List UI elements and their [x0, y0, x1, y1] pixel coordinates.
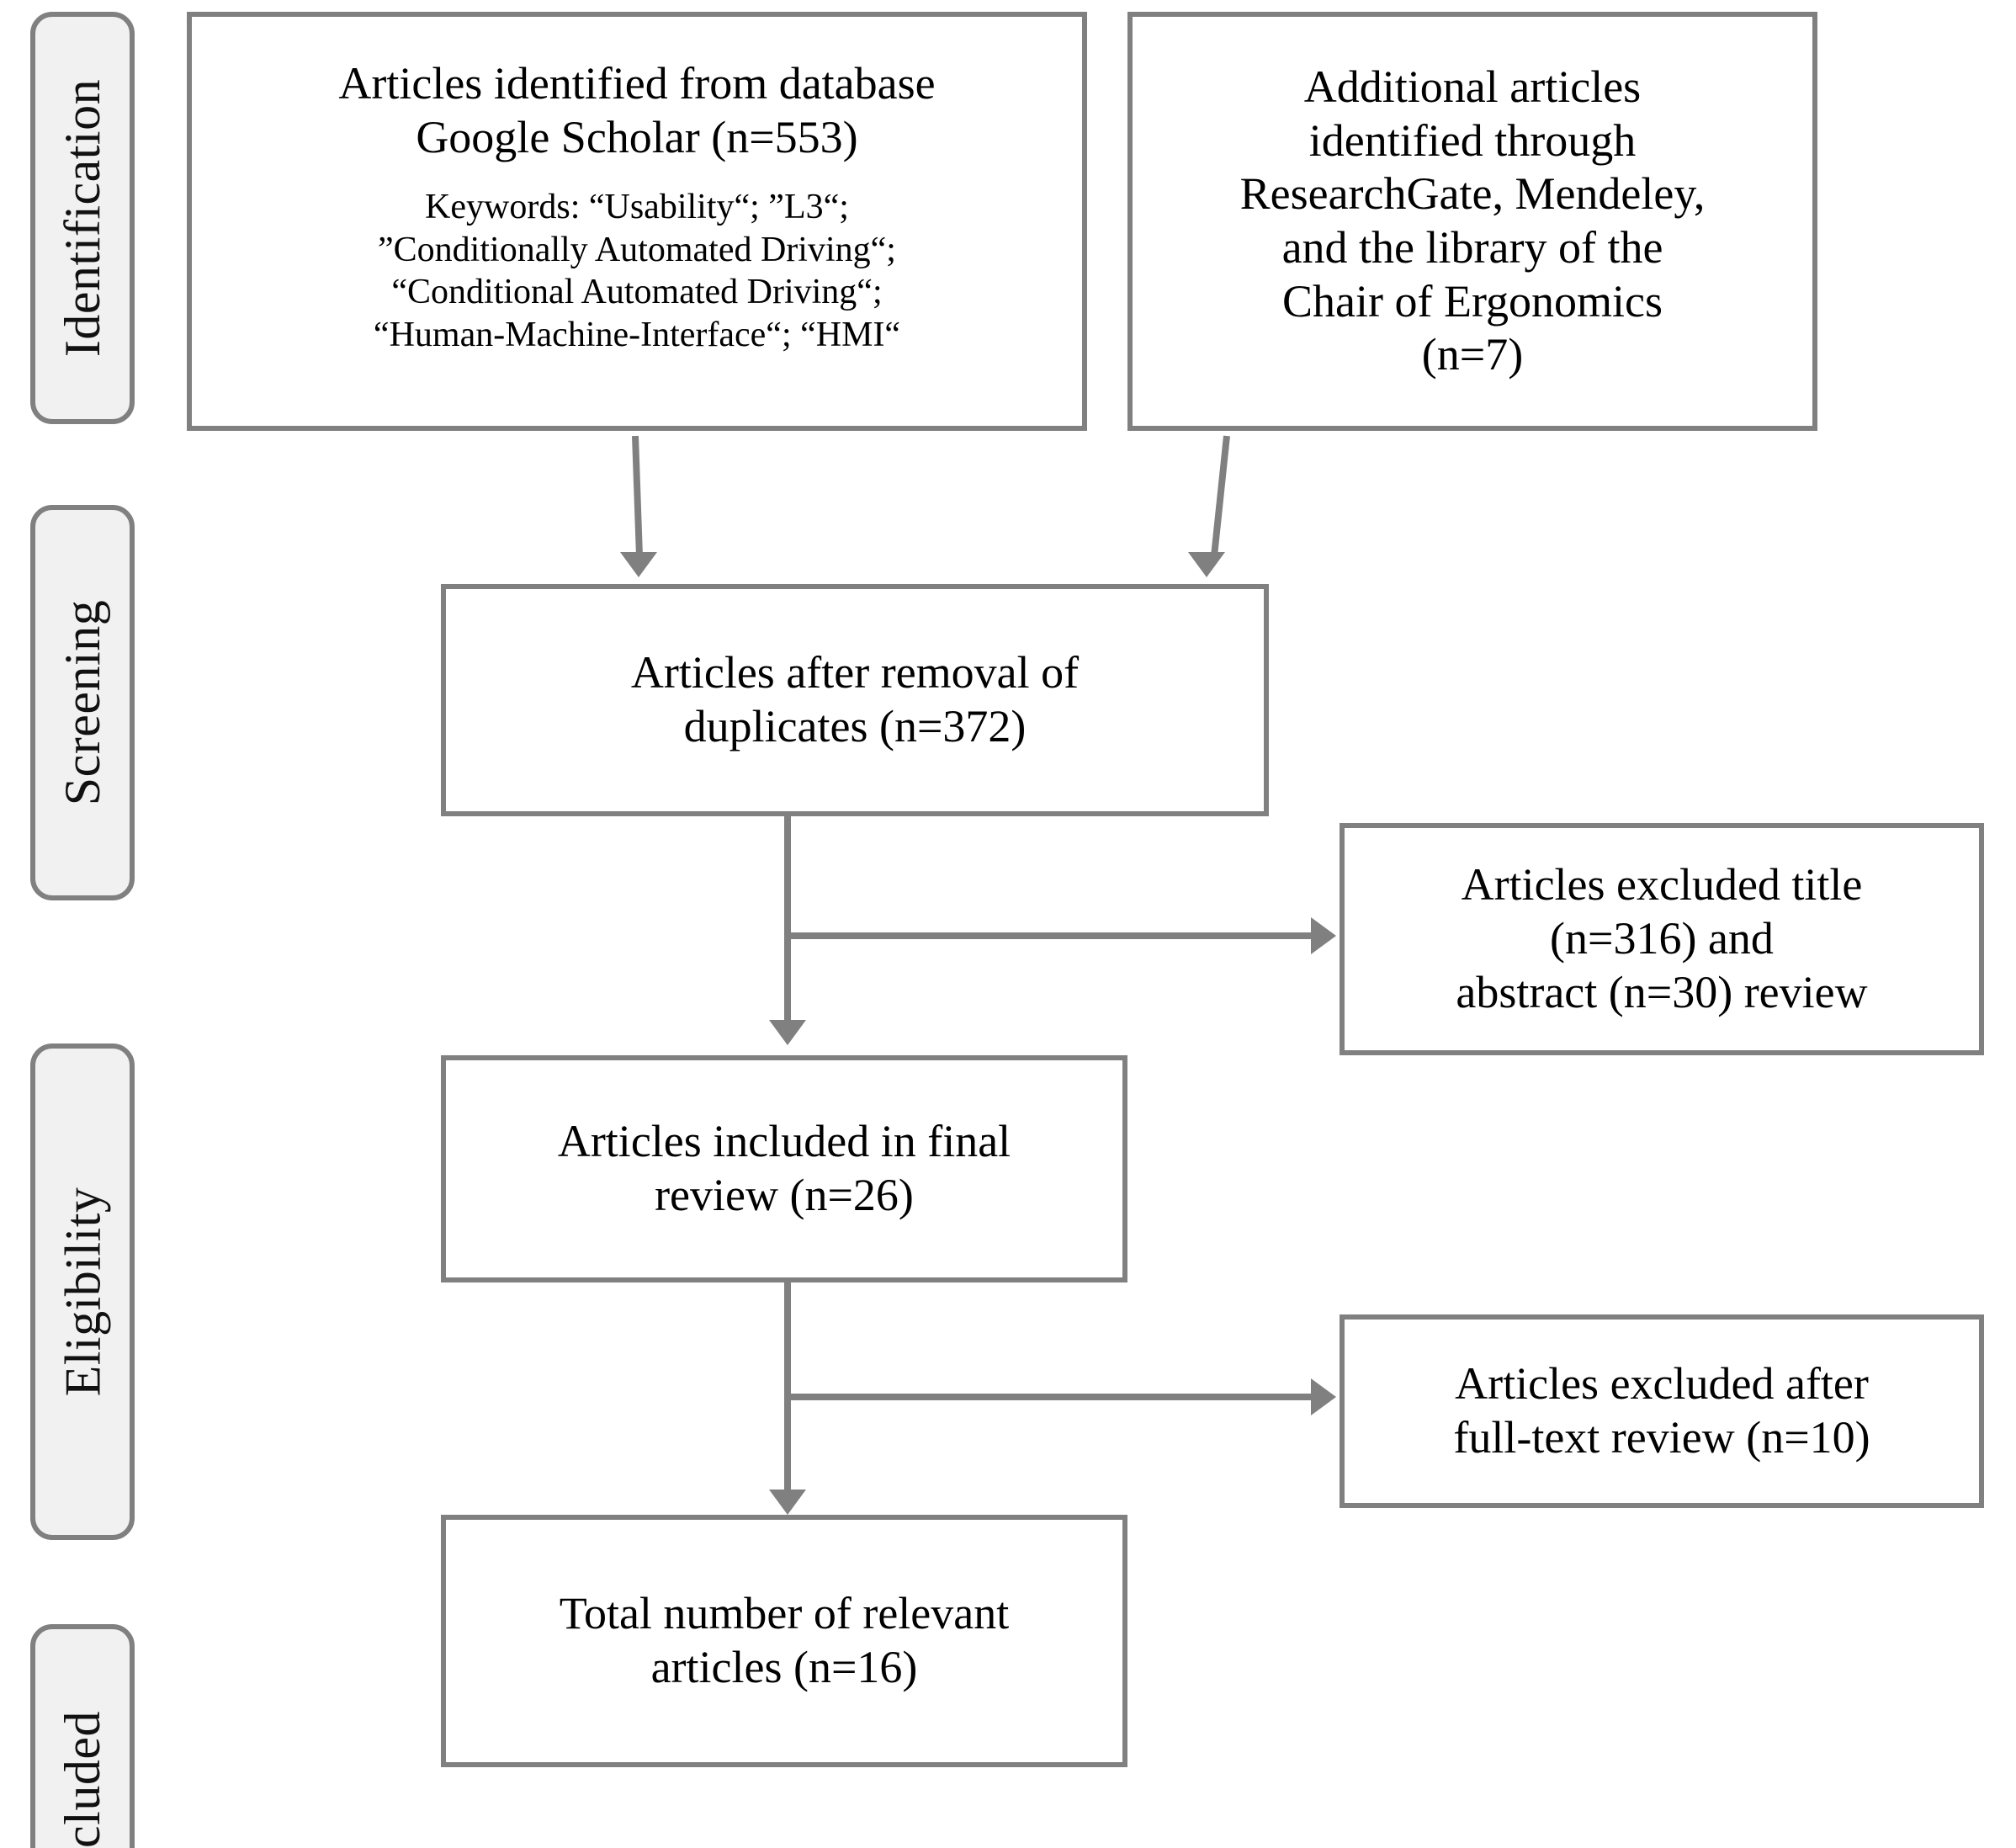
- box-total-relevant-articles: Total number of relevant articles (n=16): [441, 1515, 1127, 1767]
- arrowhead-database-to-duplicates: [620, 552, 657, 577]
- box-articles-identified-database: Articles identified from database Google…: [187, 12, 1087, 431]
- connector-final-review-to-total: [784, 1281, 791, 1493]
- box-articles-after-duplicates-title: Articles after removal of duplicates (n=…: [630, 647, 1080, 751]
- box-articles-identified-database-keywords: Keywords: “Usability“; ”L3“; ”Conditiona…: [373, 188, 901, 354]
- box-articles-included-final-review: Articles included in final review (n=26): [441, 1055, 1127, 1282]
- arrowhead-to-excluded-title-abstract: [1311, 917, 1336, 954]
- connector-database-to-duplicates: [632, 435, 644, 561]
- box-additional-articles: Additional articles identified through R…: [1127, 12, 1817, 431]
- box-articles-excluded-fulltext-title: Articles excluded after full-text review…: [1453, 1358, 1870, 1463]
- box-articles-included-final-review-title: Articles included in final review (n=26): [557, 1116, 1011, 1220]
- connector-to-excluded-title-abstract: [784, 932, 1314, 939]
- stage-label-included: Included: [30, 1624, 135, 1848]
- connector-duplicates-to-final-review: [784, 815, 791, 1025]
- box-articles-identified-database-title: Articles identified from database Google…: [338, 58, 936, 162]
- box-articles-excluded-title-abstract-title: Articles excluded title (n=316) and abst…: [1456, 859, 1868, 1017]
- box-articles-excluded-fulltext: Articles excluded after full-text review…: [1340, 1314, 1984, 1508]
- stage-label-eligibility: Eligibility: [30, 1043, 135, 1540]
- stage-label-eligibility-text: Eligibility: [55, 1187, 110, 1397]
- connector-to-excluded-fulltext: [784, 1394, 1314, 1400]
- stage-label-screening: Screening: [30, 505, 135, 900]
- arrowhead-to-excluded-fulltext: [1311, 1378, 1336, 1415]
- box-articles-after-duplicates: Articles after removal of duplicates (n=…: [441, 584, 1269, 816]
- stage-label-identification: Identification: [30, 12, 135, 424]
- arrowhead-final-review-to-total: [769, 1490, 806, 1515]
- box-articles-excluded-title-abstract: Articles excluded title (n=316) and abst…: [1340, 823, 1984, 1055]
- arrowhead-duplicates-to-final-review: [769, 1020, 806, 1045]
- box-additional-articles-title: Additional articles identified through R…: [1239, 61, 1706, 380]
- stage-label-identification-text: Identification: [55, 78, 111, 358]
- connector-additional-to-duplicates: [1210, 435, 1230, 562]
- stage-label-included-text: Included: [55, 1711, 111, 1848]
- stage-label-screening-text: Screening: [55, 599, 111, 806]
- box-total-relevant-articles-title: Total number of relevant articles (n=16): [559, 1588, 1010, 1692]
- arrowhead-additional-to-duplicates: [1188, 552, 1225, 577]
